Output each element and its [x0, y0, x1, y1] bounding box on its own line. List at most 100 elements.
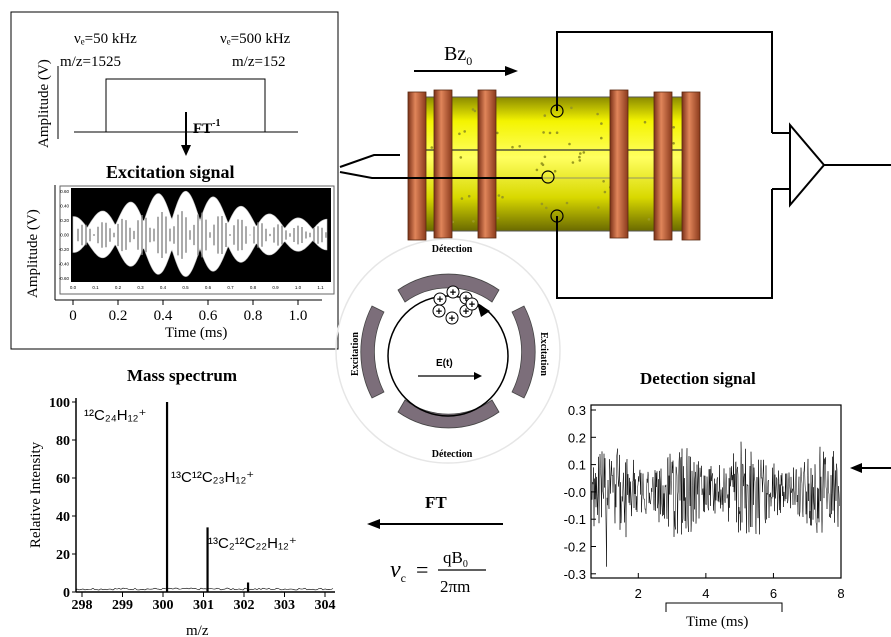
- frequency-symbol: νc: [390, 557, 406, 585]
- detection-y-ticks: 0.30.20.1-0.0-0.1-0.2-0.3: [564, 403, 596, 582]
- ft-inverse-arrowhead: [181, 145, 191, 156]
- cylinder-hole: [542, 131, 545, 134]
- electric-field-arrowhead: [474, 372, 482, 380]
- cylinder-hole: [463, 130, 467, 133]
- cylinder-hole: [467, 194, 471, 198]
- ms-x-tick-label: 302: [234, 598, 255, 613]
- trap-ring: [477, 89, 497, 239]
- cylinder-hole: [543, 114, 547, 117]
- cylinder-hole: [579, 152, 582, 155]
- excitation-title: Excitation signal: [106, 162, 235, 182]
- det-y-tick-label: 0.3: [568, 403, 586, 418]
- excitation-x-tick-label: 0.4: [154, 308, 173, 324]
- ion-charge: +: [469, 299, 475, 311]
- cylinder-hole: [472, 220, 475, 223]
- ft-label: FT: [425, 493, 447, 512]
- trap-ring: [433, 89, 453, 239]
- cylinder-hole: [497, 194, 501, 197]
- cylinder-hole: [672, 126, 675, 129]
- trap-ring: [407, 91, 427, 241]
- det-x-tick-label: 6: [770, 586, 777, 601]
- right-excitation-label: Excitation: [538, 332, 549, 376]
- ms-y-tick-label: 100: [49, 396, 70, 411]
- ms-y-tick-label: 40: [56, 510, 70, 525]
- cylinder-hole: [545, 206, 548, 210]
- top-detection-label: Détection: [432, 244, 473, 255]
- cylinder-hole: [600, 122, 603, 125]
- cylinder-hole: [603, 190, 607, 194]
- detection-signal-title: Detection signal: [640, 369, 756, 388]
- excitation-x-tick-label: 0.6: [199, 308, 218, 324]
- cylinder-hole: [602, 180, 605, 183]
- upper-detection-wire: [556, 31, 773, 133]
- trap-rings: [407, 89, 701, 241]
- upper-contact: [550, 104, 564, 118]
- inner-x-tick-label: 1.1: [317, 285, 324, 290]
- inner-x-tick-label: 0.5: [182, 285, 189, 290]
- cylinder-hole: [647, 218, 651, 221]
- cylinder-hole: [471, 108, 475, 111]
- cylinder-hole: [643, 120, 647, 124]
- excitation-input-wire-upper: [339, 154, 400, 168]
- excitation-x-tick-label: 0.2: [109, 308, 128, 324]
- cylinder-hole: [597, 206, 600, 209]
- trap-ring: [653, 91, 673, 241]
- lower-detection-wire: [556, 189, 773, 299]
- cylinder-hole: [540, 202, 544, 206]
- ion-charge: +: [463, 306, 469, 318]
- cylinder-hole: [596, 112, 599, 116]
- det-y-tick-label: 0.2: [568, 430, 586, 445]
- detection-x-label: Time (ms): [686, 614, 748, 630]
- det-x-tick-label: 4: [702, 586, 709, 601]
- inner-y-tick-label: 0.00: [60, 233, 69, 238]
- ms-y-tick-label: 80: [56, 434, 70, 449]
- ion-charge: +: [463, 293, 469, 305]
- signal-input-arrowhead: [850, 463, 862, 473]
- inner-y-tick-label: 0.40: [60, 204, 69, 209]
- formula-denominator: 2πm: [440, 577, 470, 596]
- ms-y-tick-label: 60: [56, 472, 70, 487]
- amplitude-axis-label: Amplitude (V): [36, 59, 52, 148]
- ms-x-tick-label: 298: [72, 598, 93, 613]
- ft-arrowhead: [367, 519, 380, 529]
- det-y-tick-label: -0.2: [564, 540, 586, 555]
- inner-y-tick-label: -0.60: [59, 276, 70, 281]
- inner-x-tick-label: 0.1: [92, 285, 99, 290]
- mass-spectrum-title: Mass spectrum: [127, 366, 237, 385]
- bottom-detection-plate: [397, 399, 500, 429]
- freq-right-label: νₑ=500 kHz: [220, 31, 291, 47]
- formula-numerator: qB0: [443, 548, 468, 570]
- cylinder-hole: [565, 201, 569, 205]
- det-y-tick-label: -0.3: [564, 567, 586, 582]
- inner-x-tick-label: 0.0: [70, 285, 77, 290]
- mz-right-label: m/z=152: [232, 54, 285, 70]
- bottom-detection-label: Détection: [432, 449, 473, 460]
- ms-x-tick-label: 299: [112, 598, 133, 613]
- excitation-x-tick-label: 1.0: [289, 308, 308, 324]
- excitation-waveform: [72, 190, 328, 277]
- ion-charge: +: [449, 313, 455, 325]
- orbit-direction-arrowhead: [477, 303, 490, 317]
- cylinder-hole: [511, 145, 514, 149]
- ion-cloud: +++++++: [432, 285, 479, 325]
- cylinder-hole: [548, 131, 552, 135]
- right-excitation-plate: [511, 305, 536, 399]
- inner-y-tick-label: 0.60: [60, 189, 69, 194]
- det-y-tick-label: 0.1: [568, 458, 586, 473]
- cylinder-hole: [501, 195, 504, 199]
- differential-amplifier-icon: [789, 122, 826, 208]
- ion: [432, 304, 446, 318]
- magnetic-field-arrowhead: [505, 66, 518, 76]
- relative-intensity-label: Relative Intensity: [28, 441, 44, 548]
- det-x-tick-label: 2: [635, 586, 642, 601]
- peak-label-13c1: ¹³C¹²C₂₃H₁₂⁺: [171, 469, 254, 486]
- ft-inverse-label: FT-1: [193, 118, 221, 137]
- inner-x-tick-label: 0.2: [115, 285, 122, 290]
- inner-y-tick-label: 0.20: [60, 218, 69, 223]
- equals-sign: =: [416, 557, 428, 582]
- ion-charge: +: [437, 294, 443, 306]
